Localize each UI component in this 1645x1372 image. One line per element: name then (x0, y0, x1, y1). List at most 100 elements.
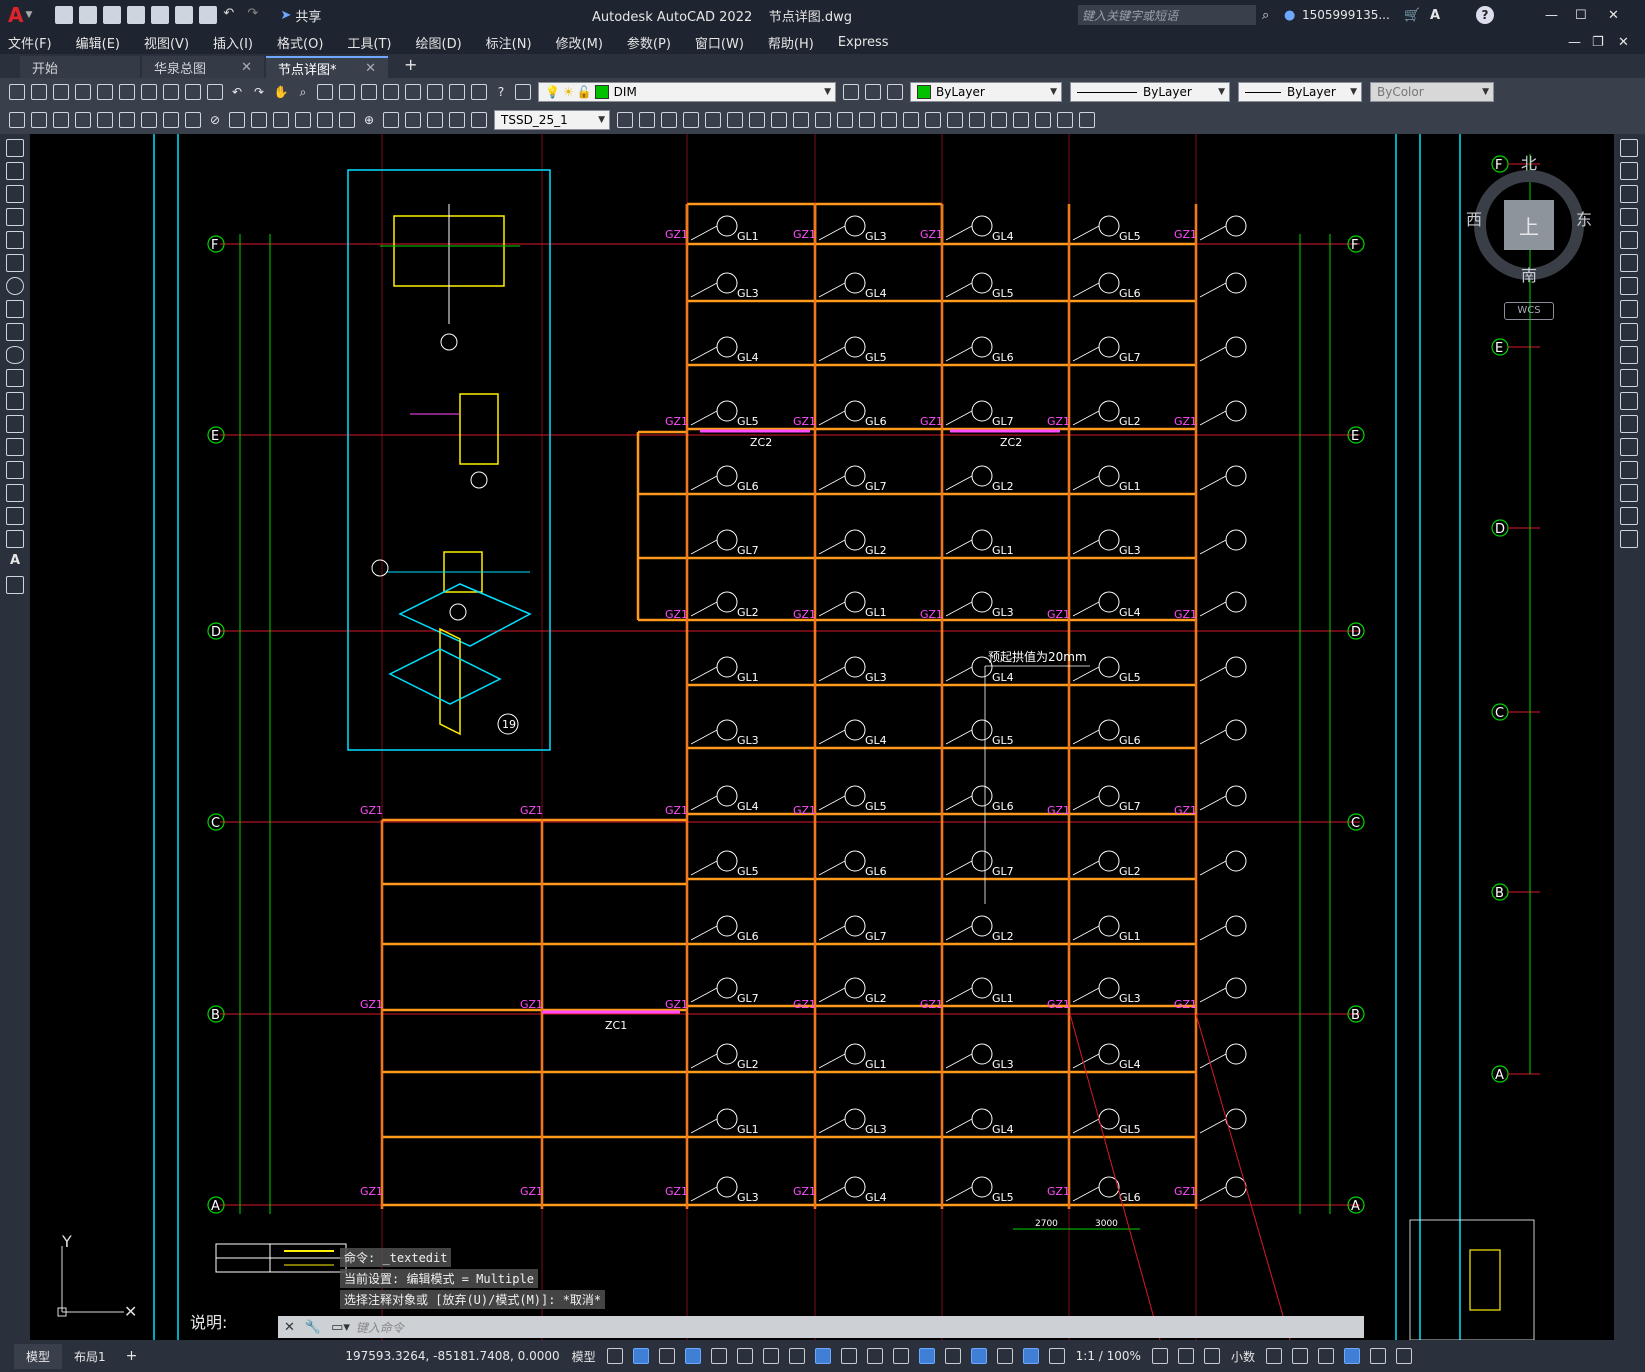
isolate-objects-icon[interactable] (1317, 1348, 1334, 1364)
plotstyle-dropdown[interactable]: ByColor ▼ (1370, 82, 1494, 102)
gizmo-icon[interactable] (996, 1348, 1013, 1364)
tab-close-icon[interactable]: ✕ (365, 60, 376, 76)
array-icon[interactable] (1620, 231, 1638, 249)
lineweight-dropdown[interactable]: ByLayer ▼ (1238, 82, 1362, 102)
publish-icon[interactable] (118, 83, 136, 101)
design-center-icon[interactable] (382, 83, 400, 101)
cmd-customize-icon[interactable]: 🔧 (304, 1319, 322, 1335)
dynamic-ucs-icon[interactable] (944, 1348, 961, 1364)
minimize-icon[interactable]: — (1545, 7, 1558, 23)
snap-icon[interactable] (632, 1348, 649, 1364)
menu-modify[interactable]: 修改(M) (555, 36, 603, 52)
xline-icon[interactable] (6, 162, 24, 180)
clean-screen-icon[interactable] (1369, 1348, 1386, 1364)
layer-properties-icon[interactable] (514, 83, 532, 101)
cut-icon[interactable] (140, 83, 158, 101)
dim-edit-icon[interactable] (426, 111, 444, 129)
tool-palettes-icon[interactable] (404, 83, 422, 101)
conceptual-icon[interactable] (968, 111, 986, 129)
command-input[interactable]: 键入命令 (355, 1320, 404, 1335)
arc-icon[interactable] (6, 254, 24, 272)
trim-icon[interactable] (1620, 346, 1638, 364)
viewcube-face-top[interactable]: 上 (1504, 200, 1554, 250)
tab-node-detail[interactable]: 节点详图* ✕ (266, 56, 388, 78)
view-left-icon[interactable] (704, 111, 722, 129)
view-front-icon[interactable] (660, 111, 678, 129)
menu-parametric[interactable]: 参数(P) (626, 36, 671, 52)
gradient-icon[interactable] (6, 484, 24, 502)
revcloud-icon[interactable] (6, 300, 24, 318)
zoom-realtime-icon[interactable]: ⌕ (299, 84, 307, 99)
dynamic-input-icon[interactable] (684, 1348, 701, 1364)
jogged-dim-icon[interactable] (184, 111, 202, 129)
search-box[interactable]: 键入关键字或短语 (1078, 5, 1256, 25)
scale-icon[interactable] (1620, 300, 1638, 318)
diameter-dim-icon[interactable]: ⊘ (209, 113, 221, 127)
extend-icon[interactable] (1620, 369, 1638, 387)
object-snap-tracking-icon[interactable] (788, 1348, 805, 1364)
hatch-icon[interactable] (6, 461, 24, 479)
user-icon[interactable]: ● (1284, 7, 1296, 23)
linetype-dropdown[interactable]: ByLayer ▼ (1070, 82, 1230, 102)
app-menu-chevron-icon[interactable]: ▼ (25, 10, 33, 20)
layer-dropdown[interactable]: 💡 ☀ 🔓 DIM ▼ (538, 82, 836, 102)
ucs-face-icon[interactable] (1056, 111, 1074, 129)
dim-update-icon[interactable] (470, 111, 488, 129)
menu-format[interactable]: 格式(O) (277, 36, 324, 52)
ellipse-arc-icon[interactable] (6, 369, 24, 387)
customization-icon[interactable] (1395, 1348, 1412, 1364)
polyline-icon[interactable] (6, 185, 24, 203)
auto-scale-icon[interactable] (1048, 1348, 1065, 1364)
compass-west[interactable]: 西 (1466, 210, 1483, 229)
mirror-icon[interactable] (1620, 185, 1638, 203)
maximize-icon[interactable]: ☐ (1575, 7, 1587, 23)
color-dropdown[interactable]: ByLayer ▼ (910, 82, 1062, 102)
undo-icon[interactable]: ↶ (223, 6, 235, 21)
undo-icon[interactable]: ↶ (231, 85, 243, 99)
mtext-icon[interactable]: A (9, 553, 21, 568)
share-icon[interactable]: ➤ (280, 7, 292, 23)
ellipse-icon[interactable] (6, 346, 24, 364)
spline-icon[interactable] (6, 323, 24, 341)
menu-help[interactable]: 帮助(H) (767, 36, 814, 52)
new-tab-icon[interactable]: + (404, 55, 418, 74)
view-right-icon[interactable] (726, 111, 744, 129)
qnew-icon[interactable] (8, 83, 26, 101)
make-block-icon[interactable] (6, 415, 24, 433)
plot-icon[interactable] (74, 83, 92, 101)
layer-previous-icon[interactable] (864, 83, 882, 101)
tab-layout1[interactable]: 布局1 (74, 1349, 106, 1364)
layer-states-icon[interactable] (886, 83, 904, 101)
move-icon[interactable] (1620, 254, 1638, 272)
preview-icon[interactable] (96, 83, 114, 101)
baseline-dim-icon[interactable] (272, 111, 290, 129)
pan-icon[interactable]: ✋ (273, 85, 289, 99)
open-icon[interactable] (30, 83, 48, 101)
make-current-icon[interactable] (842, 83, 860, 101)
close-icon[interactable]: ✕ (1608, 7, 1619, 23)
cart-icon[interactable]: 🛒 (1404, 7, 1421, 23)
add-layout-icon[interactable]: + (125, 1348, 138, 1364)
annotation-visibility-icon[interactable] (1022, 1348, 1039, 1364)
zoom-window-icon[interactable] (316, 83, 334, 101)
web-save-icon[interactable] (175, 6, 194, 24)
compass-south[interactable]: 南 (1521, 266, 1538, 285)
zoom-previous-icon[interactable] (338, 83, 356, 101)
view-top-icon[interactable] (748, 111, 766, 129)
quick-dim-icon[interactable] (250, 111, 268, 129)
ucs-icon[interactable] (990, 111, 1008, 129)
sheet-set-icon[interactable] (426, 83, 444, 101)
wcs-menu[interactable]: WCS (1504, 302, 1554, 320)
menu-insert[interactable]: 插入(I) (213, 36, 254, 52)
ortho-icon[interactable] (710, 1348, 727, 1364)
markup-icon[interactable] (448, 83, 466, 101)
visual-style-icon[interactable] (902, 111, 920, 129)
insert-block-icon[interactable] (6, 392, 24, 410)
camera-icon[interactable] (880, 111, 898, 129)
selection-cycling-icon[interactable] (892, 1348, 909, 1364)
line-icon[interactable] (6, 139, 24, 157)
ucs-object-icon[interactable] (1078, 111, 1096, 129)
break-icon[interactable] (1620, 415, 1638, 433)
new-file-icon[interactable] (55, 6, 74, 24)
